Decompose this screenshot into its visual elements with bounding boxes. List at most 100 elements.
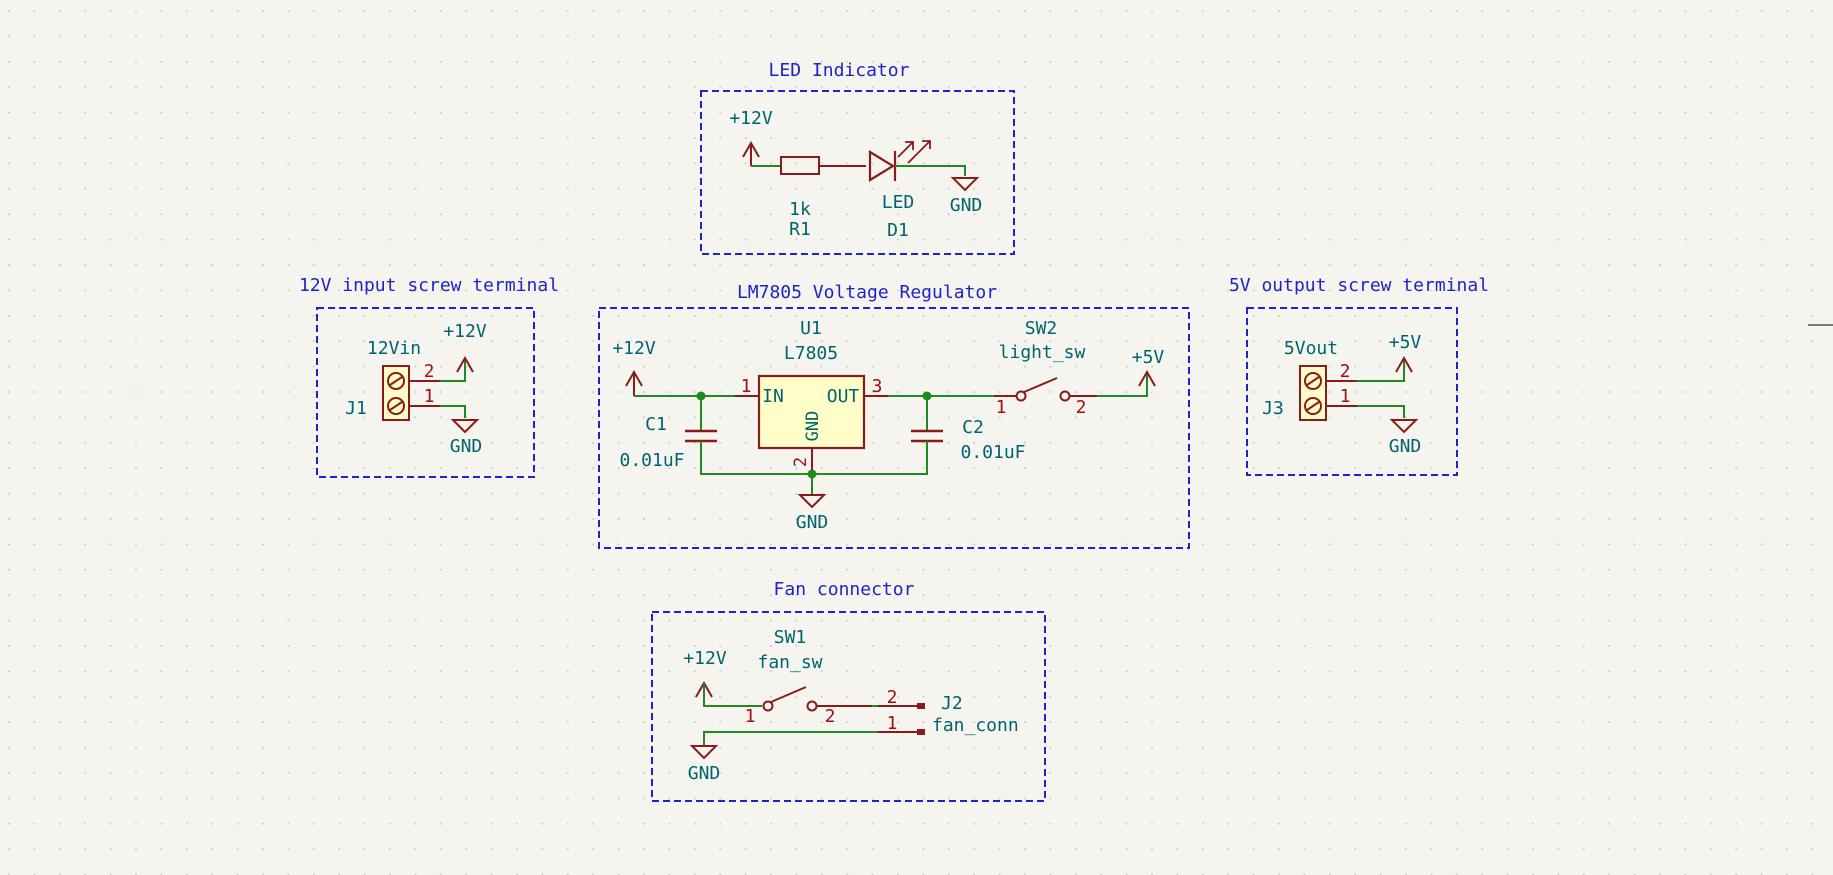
ground-label: GND bbox=[950, 195, 983, 216]
capacitor-c1[interactable]: C1 0.01uF bbox=[619, 396, 717, 471]
c1-value: 0.01uF bbox=[619, 450, 684, 471]
pin-contact bbox=[917, 703, 925, 709]
j2-value: fan_conn bbox=[932, 715, 1019, 736]
section-regulator: LM7805 Voltage Regulator +12V IN OUT GND… bbox=[598, 282, 1190, 549]
terminal-screw bbox=[387, 372, 405, 390]
terminal-screw bbox=[387, 397, 405, 415]
sw1-reference: SW1 bbox=[774, 627, 807, 648]
pin-number: 2 bbox=[1340, 361, 1351, 382]
wire bbox=[440, 405, 466, 418]
ground-label: GND bbox=[796, 512, 829, 533]
led-light-arrow bbox=[907, 140, 931, 164]
power-arrow bbox=[456, 355, 474, 373]
pin-number: 2 bbox=[791, 457, 811, 467]
power-label: +5V bbox=[1132, 347, 1165, 368]
frame-output-terminal bbox=[1246, 307, 1458, 476]
section-led-indicator: LED Indicator +12V 1k R1 LED D1 bbox=[700, 60, 1015, 255]
ground-triangle bbox=[1389, 419, 1419, 434]
sw2-value: light_sw bbox=[999, 342, 1086, 363]
pin-number: 1 bbox=[741, 376, 752, 397]
switch-sw2[interactable]: 1 2 SW2 light_sw bbox=[994, 318, 1097, 418]
screw-slot bbox=[1306, 376, 1320, 386]
power-label: +12V bbox=[612, 338, 656, 359]
ground-symbol[interactable]: GND bbox=[796, 494, 829, 533]
ground-symbol[interactable]: GND bbox=[950, 177, 983, 216]
power-label: +12V bbox=[443, 321, 487, 342]
ground-symbol[interactable]: GND bbox=[688, 745, 721, 784]
wire bbox=[895, 165, 966, 176]
power-label: +12V bbox=[729, 108, 773, 129]
screw-slot bbox=[1306, 401, 1320, 411]
terminal-body bbox=[1299, 365, 1327, 421]
pin-number: 2 bbox=[887, 687, 898, 708]
switch-blade bbox=[770, 686, 807, 703]
power-symbol-12v[interactable]: +12V bbox=[729, 108, 773, 166]
power-symbol-5v[interactable]: +5V bbox=[1389, 332, 1422, 373]
j1-reference: J1 bbox=[345, 398, 367, 419]
screw-terminal-j1[interactable]: 2 1 12Vin J1 bbox=[345, 338, 440, 421]
wire bbox=[440, 358, 466, 382]
ground-label: GND bbox=[450, 436, 483, 457]
wire bbox=[1357, 358, 1405, 382]
regulator-u1[interactable]: IN OUT GND 1 3 2 U1 L7805 bbox=[735, 318, 888, 474]
pin-number: 1 bbox=[1340, 386, 1351, 407]
pin-number: 2 bbox=[1076, 397, 1087, 418]
section-output-terminal: 5V output screw terminal 2 1 5Vout J3 +5… bbox=[1229, 275, 1489, 476]
wire bbox=[1097, 372, 1148, 397]
power-symbol-12v[interactable]: +12V bbox=[612, 338, 656, 396]
ground-symbol[interactable]: GND bbox=[450, 419, 483, 457]
led-d1[interactable]: LED D1 bbox=[868, 140, 931, 241]
switch-blade bbox=[1023, 377, 1058, 393]
power-label: +12V bbox=[683, 648, 727, 669]
led-light-arrowhead bbox=[905, 141, 914, 150]
frame-input-terminal bbox=[316, 307, 535, 478]
led-light-arrow bbox=[897, 141, 914, 158]
pin-number: 1 bbox=[887, 713, 898, 734]
d1-value: LED bbox=[882, 192, 915, 213]
pin-number: 1 bbox=[424, 386, 435, 407]
wire bbox=[1357, 405, 1405, 418]
power-label: +5V bbox=[1389, 332, 1422, 353]
section-title-fan-connector: Fan connector bbox=[774, 579, 915, 600]
frame-regulator bbox=[598, 307, 1190, 549]
j1-value: 12Vin bbox=[367, 338, 421, 359]
ground-label: GND bbox=[1389, 436, 1422, 457]
c1-reference: C1 bbox=[645, 414, 667, 435]
sw2-reference: SW2 bbox=[1025, 318, 1058, 339]
pin-label-in: IN bbox=[762, 386, 784, 407]
wire bbox=[703, 683, 762, 707]
pin-number: 1 bbox=[996, 397, 1007, 418]
screw-slot bbox=[389, 376, 403, 386]
pin-number: 3 bbox=[872, 376, 883, 397]
r1-value: 1k bbox=[789, 199, 811, 220]
d1-reference: D1 bbox=[887, 220, 909, 241]
pin-number: 2 bbox=[424, 361, 435, 382]
ground-symbol[interactable]: GND bbox=[1389, 419, 1422, 457]
led-light-arrowhead bbox=[922, 140, 931, 149]
section-title-led-indicator: LED Indicator bbox=[769, 60, 910, 81]
connector-j2[interactable]: 2 1 J2 fan_conn bbox=[878, 687, 1019, 736]
power-symbol-5v[interactable]: +5V bbox=[1132, 347, 1165, 387]
terminal-screw bbox=[1304, 372, 1322, 390]
j3-value: 5Vout bbox=[1284, 338, 1338, 359]
frame-fan-connector bbox=[651, 611, 1046, 802]
junction-dot bbox=[922, 391, 932, 401]
ground-label: GND bbox=[688, 763, 721, 784]
ground-triangle bbox=[797, 494, 827, 509]
screw-slot bbox=[389, 401, 403, 411]
section-title-regulator: LM7805 Voltage Regulator bbox=[737, 282, 997, 303]
section-input-terminal: 12V input screw terminal 2 1 12Vin J1 +1… bbox=[299, 275, 559, 478]
switch-sw1[interactable]: 1 2 SW1 fan_sw bbox=[745, 627, 872, 727]
resistor-r1[interactable]: 1k R1 bbox=[780, 156, 820, 240]
power-symbol-12v[interactable]: +12V bbox=[443, 321, 487, 373]
capacitor-c2[interactable]: C2 0.01uF bbox=[911, 396, 1026, 463]
ground-triangle bbox=[450, 419, 480, 434]
ground-triangle bbox=[689, 745, 719, 760]
led-triangle bbox=[868, 150, 896, 182]
section-title-output-terminal: 5V output screw terminal bbox=[1229, 275, 1489, 296]
u1-reference: U1 bbox=[800, 318, 822, 339]
pin-contact bbox=[917, 729, 925, 735]
screw-terminal-j3[interactable]: 2 1 5Vout J3 bbox=[1262, 338, 1357, 421]
